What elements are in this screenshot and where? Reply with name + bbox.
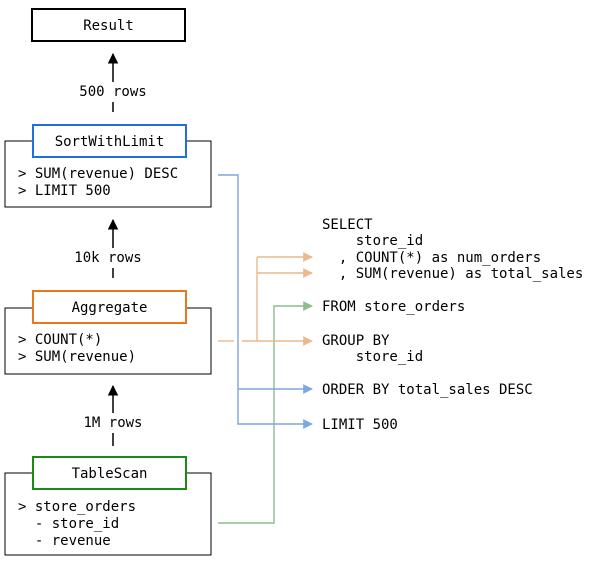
sort-title: SortWithLimit — [55, 134, 165, 150]
aggregate-detail-2: > SUM(revenue) — [18, 349, 136, 365]
sql-line-group-by: GROUP BY — [322, 333, 390, 349]
sql-line-sum: , SUM(revenue) as total_sales — [322, 266, 583, 282]
sort-detail-2: > LIMIT 500 — [18, 183, 111, 199]
scan-detail-1: > store_orders — [18, 499, 136, 515]
sort-node — [32, 124, 187, 158]
scan-node — [32, 456, 187, 490]
aggregate-node — [32, 290, 187, 324]
sql-line-count: , COUNT(*) as num_orders — [322, 250, 541, 266]
edge-label-1m-rows: 1M rows — [83, 415, 142, 431]
link-scan-to-from — [218, 301, 313, 524]
sql-line-store-id: store_id — [322, 233, 423, 249]
aggregate-detail-1: > COUNT(*) — [18, 332, 102, 348]
sort-detail-1: > SUM(revenue) DESC — [18, 166, 178, 182]
sql-line-group-store-id: store_id — [322, 349, 423, 365]
sql-query: SELECT store_id , COUNT(*) as num_orders… — [322, 217, 583, 433]
result-label: Result — [83, 18, 134, 34]
scan-title: TableScan — [72, 466, 148, 482]
edge-label-10k-rows: 10k rows — [74, 250, 141, 266]
link-sort-to-limit — [218, 174, 313, 429]
sql-line-select: SELECT — [322, 217, 373, 233]
sql-line-limit: LIMIT 500 — [322, 417, 398, 433]
sql-line-order-by: ORDER BY total_sales DESC — [322, 382, 533, 398]
sql-line-from: FROM store_orders — [322, 299, 465, 315]
scan-detail-3: - revenue — [18, 533, 111, 549]
result-node — [31, 8, 186, 42]
edge-label-500-rows: 500 rows — [79, 84, 146, 100]
aggregate-title: Aggregate — [72, 300, 148, 316]
scan-detail-2: - store_id — [18, 516, 119, 532]
